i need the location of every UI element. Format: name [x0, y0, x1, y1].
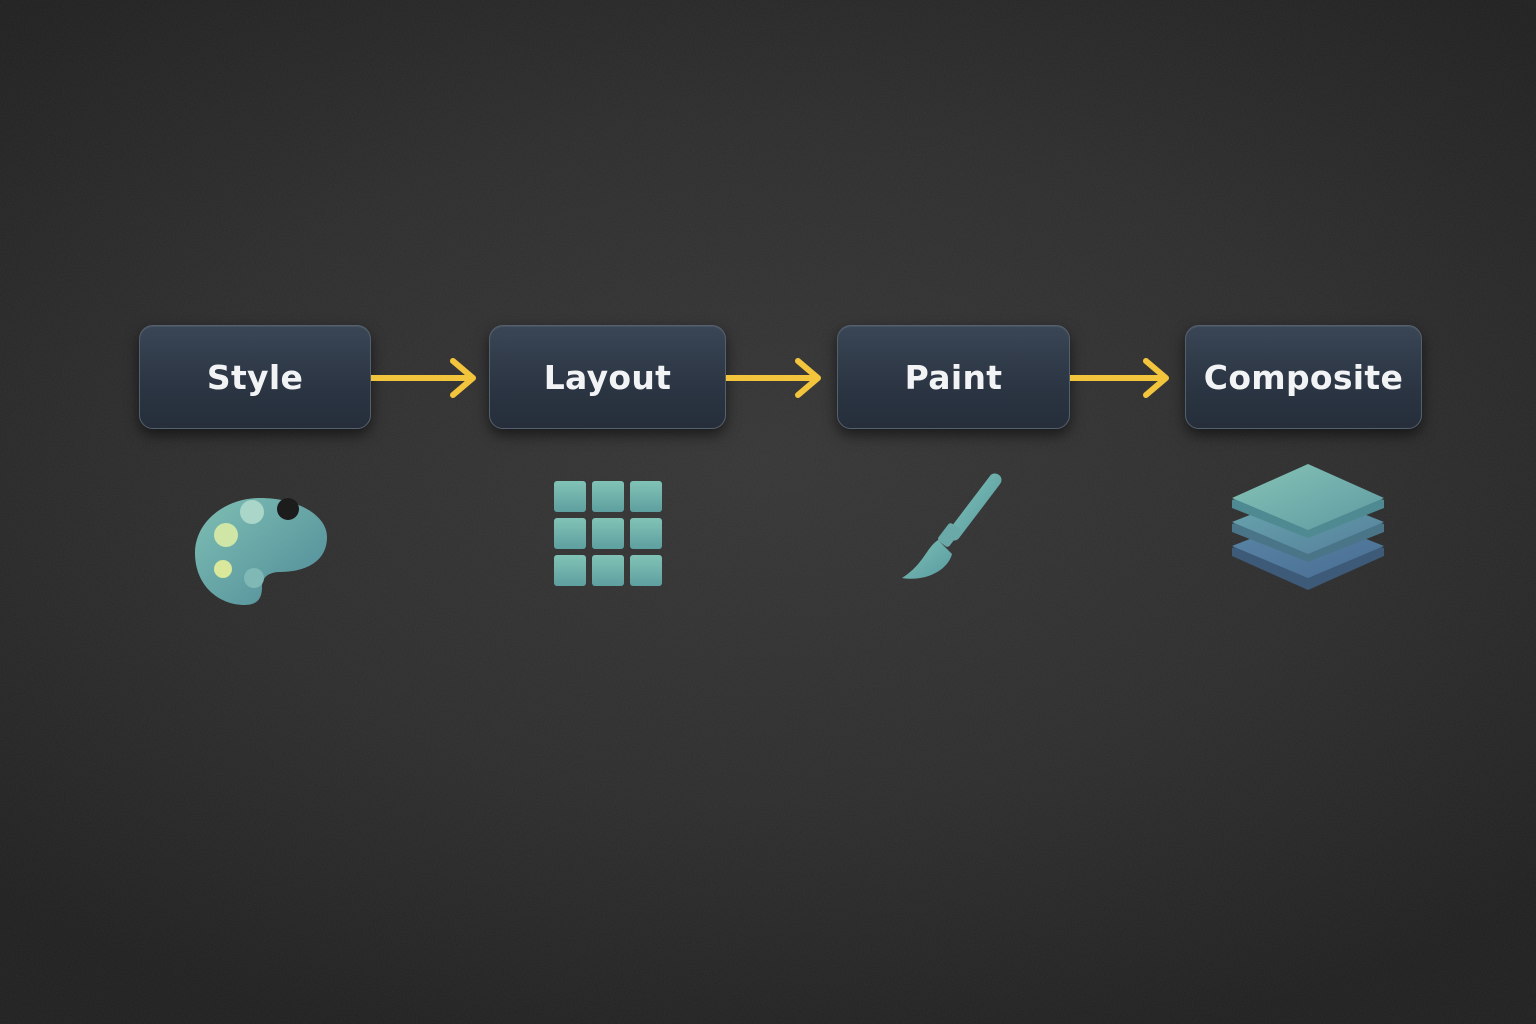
arrow-layout-to-paint — [726, 358, 821, 398]
stage-composite-box: Composite — [1185, 325, 1422, 429]
stage-paint-box: Paint — [837, 325, 1070, 429]
stage-paint-label: Paint — [904, 357, 1003, 397]
paintbrush-icon — [902, 473, 1002, 579]
layers-icon — [1232, 464, 1384, 590]
stage-composite-label: Composite — [1203, 357, 1404, 397]
stage-style-box: Style — [139, 325, 371, 429]
stage-layout-label: Layout — [543, 357, 672, 397]
palette-icon — [195, 497, 327, 605]
stage-layout-box: Layout — [489, 325, 726, 429]
stage-style-label: Style — [206, 357, 304, 397]
arrow-paint-to-composite — [1070, 358, 1169, 398]
arrow-style-to-layout — [371, 358, 476, 398]
grid-icon — [554, 481, 662, 586]
